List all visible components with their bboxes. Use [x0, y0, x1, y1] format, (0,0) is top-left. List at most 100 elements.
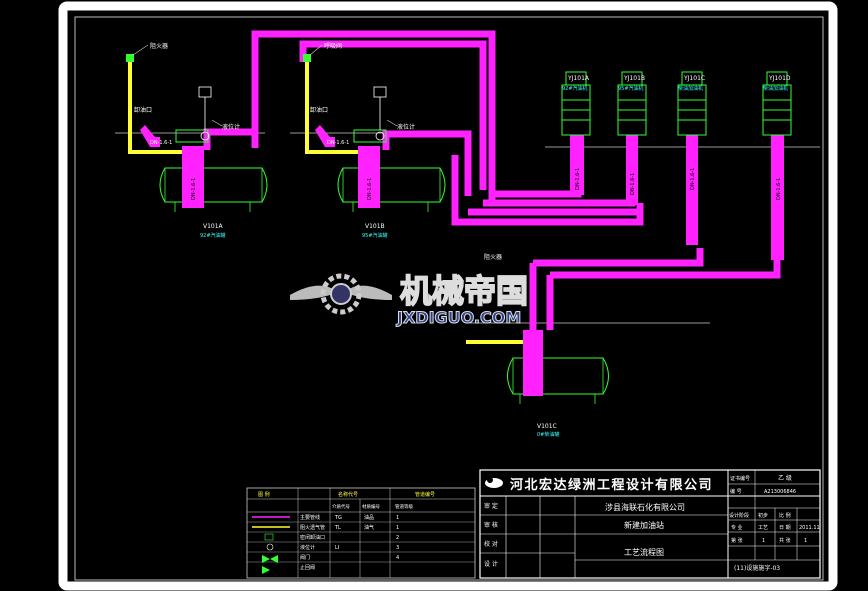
unload-port-label-a: 卸油口	[134, 106, 152, 114]
unload-port-label-b: 卸油口	[310, 106, 328, 114]
vent-pipes	[128, 62, 523, 344]
dispenser-pipe-tags: DN-1.6-1 DN-1.6-1 DN-1.6-1 DN-1.6-1	[575, 168, 782, 200]
dispenser-labels: YJ101A YJ101B YJ101C YJ101D 92#汽油机 95#汽油…	[562, 75, 791, 92]
legend-header-symbol: 图 例	[258, 491, 270, 498]
svg-text:初步: 初步	[758, 512, 768, 519]
tank-b-tag: V101B	[365, 223, 385, 230]
tank-b-pipe-label: DN-1.6-1	[327, 140, 349, 146]
client-name: 涉县海联石化有限公司	[605, 502, 685, 512]
dispenser-1-name: 92#汽油机	[562, 85, 588, 92]
svg-text:LI: LI	[335, 545, 339, 551]
svg-text:1: 1	[762, 538, 765, 544]
callout-labels: 阻火器 呼吸阀 卸油口 卸油口 液位计 液位计 DN-1.6-1 DN-1.6-…	[132, 42, 502, 261]
watermark-title: 机械帝国	[400, 272, 528, 310]
flame-arrester-label-a: 阻火器	[150, 42, 168, 50]
svg-text:DN-1.6-1: DN-1.6-1	[776, 178, 782, 200]
tank-c-tag: V101C	[537, 423, 557, 430]
level-gauge-label-a: 液位计	[222, 123, 240, 131]
svg-text:油品: 油品	[364, 514, 374, 521]
dispenser-1	[561, 71, 591, 136]
project-name: 新建加油站	[624, 520, 664, 530]
dispenser-3-tag: YJ101C	[683, 75, 705, 82]
svg-text:1: 1	[804, 538, 807, 544]
svg-text:2: 2	[396, 535, 399, 541]
svg-text:主要管线: 主要管线	[300, 514, 320, 521]
dispenser-3-name: 柴油加油机	[678, 85, 703, 92]
dispenser-4-name: 柴油加油机	[763, 85, 788, 92]
svg-text:液位计: 液位计	[300, 544, 315, 551]
svg-text:乙 级: 乙 级	[778, 474, 792, 482]
vent-label-b: 呼吸阀	[324, 42, 342, 50]
svg-text:阀门: 阀门	[300, 554, 310, 561]
svg-text:DN-1.6-1: DN-1.6-1	[575, 168, 581, 190]
svg-text:A213006846: A213006846	[764, 489, 796, 495]
dispenser-2-tag: YJ101B	[623, 75, 645, 82]
gear-wing-icon	[290, 273, 392, 315]
role-approve: 审 定	[484, 502, 498, 510]
svg-text:证书编号: 证书编号	[730, 475, 750, 482]
tank-a-tag: V101A	[203, 223, 224, 230]
flame-arresters	[126, 54, 311, 62]
svg-text:4: 4	[396, 555, 399, 561]
svg-text:共 张: 共 张	[779, 537, 791, 544]
outer-frame	[58, 1, 838, 591]
watermark: 机械帝国 JXDIGUO.COM	[290, 271, 529, 328]
svg-text:DN-1.6-1: DN-1.6-1	[690, 168, 696, 190]
tank-b-pipe-tag: DN-1.6-1	[367, 178, 373, 200]
tank-c-name: 0#柴油罐	[537, 431, 559, 438]
dispenser-2-name: 95#汽油机	[618, 85, 644, 92]
dispenser-1-tag: YJ101A	[567, 75, 590, 82]
company-name: 河北宏达绿洲工程设计有限公司	[510, 477, 713, 493]
svg-text:3: 3	[396, 545, 399, 551]
company-logo-icon	[485, 477, 503, 488]
svg-text:1: 1	[396, 525, 399, 531]
level-gauges	[198, 86, 387, 141]
flame-arrester-label-c: 阻火器	[484, 253, 502, 261]
level-gauge-label-b: 液位计	[397, 123, 415, 131]
svg-text:比 例: 比 例	[779, 512, 791, 519]
legend-table: 图 例 名称代号 管道编号 介质代号 材质编号 管道等级 主要管线 TG 油品 …	[246, 487, 476, 579]
tank-a: DN-1.6-1	[159, 129, 268, 212]
dispenser-4	[762, 71, 792, 136]
dispenser-3	[677, 71, 707, 136]
dispenser-drops	[570, 135, 784, 260]
svg-text:编 号: 编 号	[730, 488, 742, 495]
svg-text:日 期: 日 期	[779, 525, 791, 531]
svg-text:TG: TG	[334, 515, 342, 521]
role-check: 校 对	[484, 540, 498, 548]
svg-text:专 业: 专 业	[731, 524, 743, 531]
svg-text:工艺: 工艺	[758, 525, 768, 531]
svg-text:密闭卸油口: 密闭卸油口	[300, 534, 325, 541]
svg-text:1: 1	[396, 515, 399, 521]
dispenser-2	[617, 71, 647, 136]
tank-c	[507, 330, 609, 404]
drawing-name: 工艺流程图	[624, 547, 664, 557]
svg-text:材质编号: 材质编号	[362, 503, 380, 510]
tank-a-pipe-label: DN-1.6-1	[150, 140, 172, 146]
legend-header-pipe: 管道编号	[415, 491, 435, 498]
dispensers	[561, 71, 792, 136]
product-pipes	[203, 30, 781, 365]
svg-text:油气: 油气	[364, 524, 374, 531]
svg-text:阻火透气管: 阻火透气管	[300, 524, 325, 531]
role-design: 设 计	[484, 560, 498, 568]
tank-tags: V101A 92#汽油罐 V101B 95#汽油罐 V101C 0#柴油罐	[200, 223, 559, 438]
svg-text:设计阶段: 设计阶段	[729, 512, 749, 519]
svg-text:2011.11: 2011.11	[799, 525, 820, 531]
legend-header-code: 名称代号	[338, 491, 358, 498]
svg-text:止回阀: 止回阀	[300, 564, 315, 571]
svg-text:管道等级: 管道等级	[395, 503, 413, 510]
tank-a-name: 92#汽油罐	[200, 232, 226, 239]
svg-text:DN-1.6-1: DN-1.6-1	[630, 173, 636, 195]
tank-b: DN-1.6-1	[337, 129, 446, 212]
dispenser-4-tag: YJ101D	[768, 75, 791, 82]
svg-text:TL: TL	[334, 525, 341, 531]
tank-b-name: 95#汽油罐	[362, 232, 388, 239]
unload-ports	[140, 125, 335, 147]
role-review: 审 核	[484, 521, 498, 529]
svg-text:介质代号: 介质代号	[332, 503, 350, 510]
title-block: 河北宏达绿洲工程设计有限公司 审 定 审 核 校 对 设 计 涉县海联石化有限公…	[479, 469, 821, 579]
watermark-site: JXDIGUO.COM	[396, 308, 521, 327]
tank-a-pipe-tag: DN-1.6-1	[191, 178, 197, 200]
